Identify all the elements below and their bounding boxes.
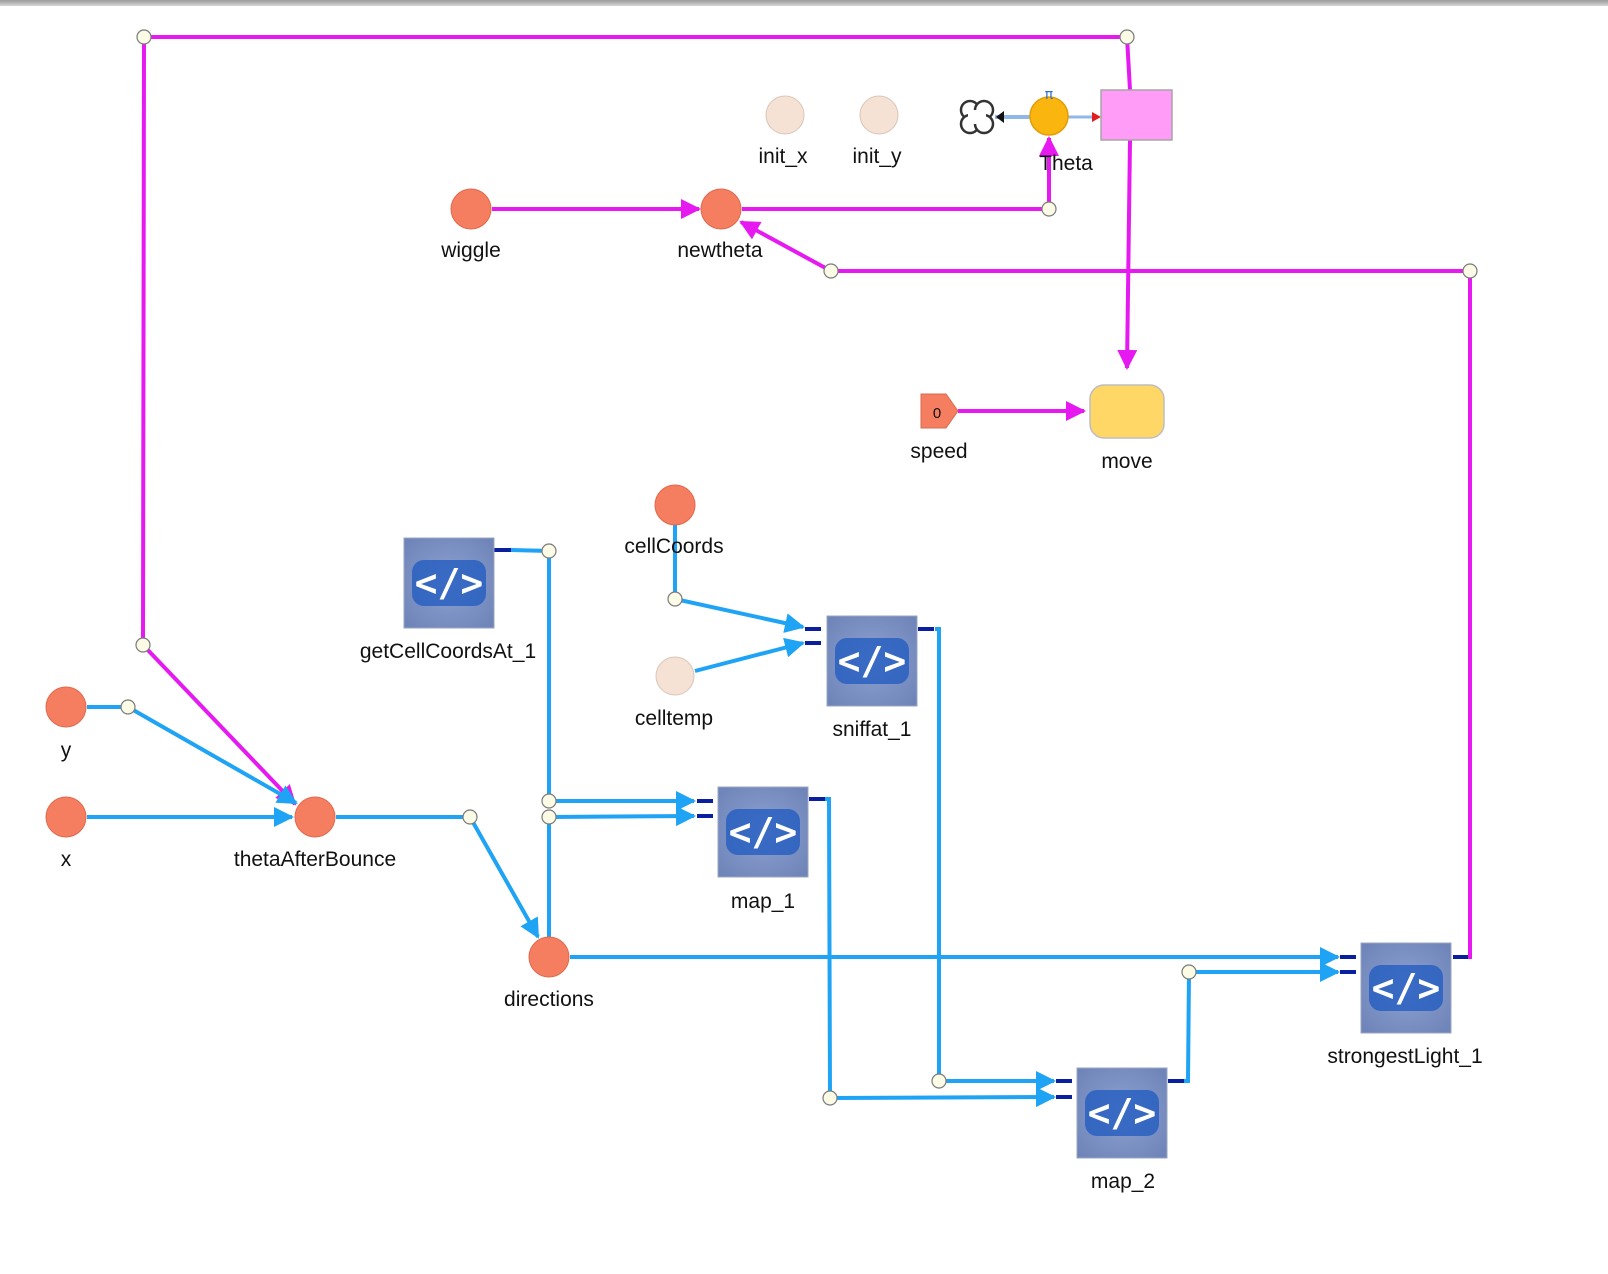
waypoint-handle[interactable]	[931, 1073, 947, 1089]
code-block-map-2[interactable]: </> map_2	[1076, 1067, 1168, 1193]
wire-stock-to-move[interactable]	[1117, 139, 1138, 370]
flow-outflow-arrow-icon	[996, 111, 1004, 123]
code-block-sniffat-1[interactable]: </> sniffat_1	[826, 615, 918, 741]
svg-text:sniffat_1: sniffat_1	[832, 718, 911, 741]
code-icon: </>	[838, 639, 907, 683]
svg-text:y: y	[61, 739, 72, 762]
flow-valve-symbol: π	[1045, 87, 1054, 103]
wire-y-to-thetaafterbounce[interactable]	[87, 705, 298, 805]
svg-text:newtheta: newtheta	[677, 239, 763, 262]
stock-box[interactable]	[1100, 89, 1173, 141]
constant-speed[interactable]: 0 speed	[910, 393, 968, 463]
svg-text:celltemp: celltemp	[635, 707, 713, 730]
wire-map2-to-strongestlight[interactable]	[1184, 962, 1340, 1083]
parameter-init-y[interactable]: init_y	[852, 95, 902, 168]
window-top-border	[0, 0, 1608, 6]
wire-getcellcoords-to-map1[interactable]	[510, 548, 696, 811]
waypoint-handle[interactable]	[667, 591, 683, 607]
wire-map1-to-map2[interactable]	[825, 797, 1056, 1108]
svg-text:x: x	[61, 848, 72, 871]
code-icon: </>	[415, 561, 484, 605]
parameter-init-x[interactable]: init_x	[758, 95, 808, 168]
code-block-getcellcoordsat-1[interactable]: </> getCellCoordsAt_1	[360, 537, 536, 663]
wire-stock-to-thetaafterbounce[interactable]	[140, 35, 1132, 806]
svg-text:init_y: init_y	[852, 145, 902, 168]
svg-text:init_x: init_x	[758, 145, 808, 168]
svg-text:map_2: map_2	[1091, 1170, 1155, 1193]
svg-text:getCellCoordsAt_1: getCellCoordsAt_1	[360, 640, 536, 663]
constant-speed-label: speed	[910, 440, 967, 463]
parameter-celltemp[interactable]: celltemp	[635, 656, 713, 730]
code-icon: </>	[729, 810, 798, 854]
wire-waypoints	[120, 29, 1478, 1106]
constant-speed-value: 0	[933, 405, 941, 422]
wire-directions-to-map1[interactable]	[547, 806, 696, 937]
waypoint-handle[interactable]	[462, 809, 478, 825]
action-move[interactable]: move	[1089, 384, 1165, 473]
svg-text:strongestLight_1: strongestLight_1	[1327, 1045, 1482, 1068]
waypoint-handle[interactable]	[1119, 29, 1135, 45]
data-wires	[87, 525, 1340, 1108]
flow-inflow-arrow-icon	[1092, 112, 1101, 122]
waypoint-handle[interactable]	[136, 29, 152, 45]
variable-wiggle[interactable]: wiggle	[440, 188, 501, 262]
svg-text:thetaAfterBounce: thetaAfterBounce	[234, 848, 396, 871]
wire-sniffat-to-map2[interactable]	[935, 627, 1056, 1091]
flow-valve-icon[interactable]	[1029, 96, 1069, 136]
code-icon: </>	[1372, 966, 1441, 1010]
waypoint-handle[interactable]	[1041, 201, 1057, 217]
waypoint-handle[interactable]	[541, 543, 557, 559]
svg-text:directions: directions	[504, 988, 594, 1011]
variable-thetaafterbounce[interactable]: thetaAfterBounce	[234, 796, 396, 871]
waypoint-handle[interactable]	[823, 263, 839, 279]
waypoint-handle[interactable]	[1462, 263, 1478, 279]
theta-flow[interactable]: π Theta	[959, 87, 1173, 175]
wire-celltemp-to-sniffat[interactable]	[694, 637, 805, 673]
variable-newtheta[interactable]: newtheta	[677, 188, 763, 262]
waypoint-handle[interactable]	[822, 1090, 838, 1106]
waypoint-handle[interactable]	[541, 793, 557, 809]
variable-y[interactable]: y	[45, 686, 87, 762]
waypoint-handle[interactable]	[1181, 964, 1197, 980]
variable-x[interactable]: x	[45, 796, 87, 871]
svg-text:map_1: map_1	[731, 890, 795, 913]
code-block-map-1[interactable]: </> map_1	[717, 786, 809, 913]
svg-text:cellCoords: cellCoords	[624, 535, 723, 558]
code-block-strongestlight-1[interactable]: </> strongestLight_1	[1327, 942, 1483, 1068]
flow-label-theta: Theta	[1039, 152, 1093, 175]
svg-text:move: move	[1101, 450, 1152, 473]
wire-thetaafterbounce-to-directions[interactable]	[336, 815, 540, 939]
wire-strongestlight-to-newtheta[interactable]	[739, 220, 1472, 959]
variable-directions[interactable]: directions	[504, 936, 594, 1011]
code-block-ports	[494, 548, 1468, 1099]
waypoint-handle[interactable]	[135, 637, 151, 653]
code-icon: </>	[1088, 1091, 1157, 1135]
waypoint-handle[interactable]	[120, 699, 136, 715]
cloud-source-icon	[959, 99, 995, 135]
waypoint-handle[interactable]	[541, 809, 557, 825]
svg-text:wiggle: wiggle	[440, 239, 501, 262]
variable-cellcoords[interactable]: cellCoords	[624, 484, 724, 558]
